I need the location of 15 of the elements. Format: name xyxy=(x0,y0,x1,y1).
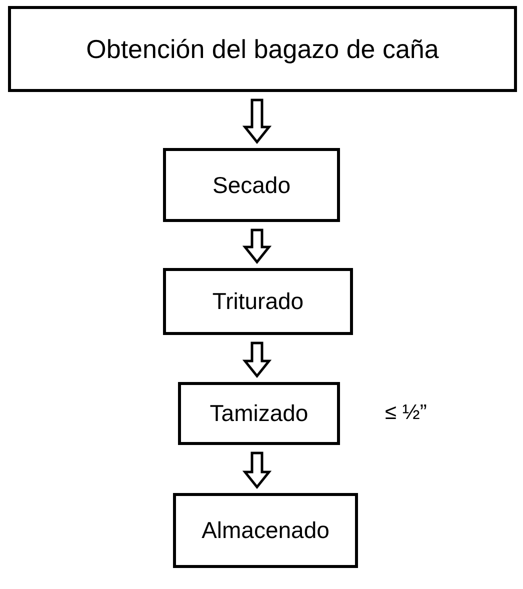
size-note: ≤ ½” xyxy=(385,400,427,424)
block-arrow xyxy=(242,98,272,144)
process-box xyxy=(8,6,517,92)
step-label: Tamizado xyxy=(210,400,308,427)
step-label: Obtención del bagazo de caña xyxy=(86,34,439,64)
block-arrow xyxy=(242,228,272,264)
block-arrow xyxy=(242,452,272,489)
process-box xyxy=(163,268,353,335)
process-box xyxy=(173,493,358,568)
step-label: Secado xyxy=(212,172,290,198)
block-arrow xyxy=(242,342,272,378)
process-box xyxy=(178,382,340,445)
process-box xyxy=(163,148,340,222)
step-label: Triturado xyxy=(212,288,304,315)
step-label: Almacenado xyxy=(202,517,330,544)
